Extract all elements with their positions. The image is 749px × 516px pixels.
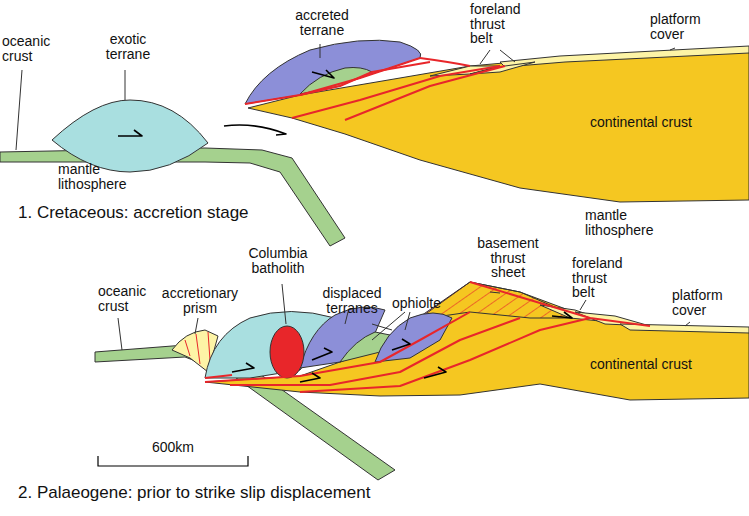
label: oceanic crust <box>98 284 156 313</box>
label: continental crust <box>590 115 730 130</box>
label: 600km <box>133 440 213 455</box>
label: foreland thrust belt <box>572 256 630 300</box>
label: accretionary prism <box>153 286 247 315</box>
caption: 1. Cretaceous: accretion stage <box>18 204 249 222</box>
label: accreted terrane <box>289 8 355 37</box>
label: platform cover <box>650 12 714 41</box>
caption: 2. Palaeogene: prior to strike slip disp… <box>18 484 370 502</box>
label: mantle lithosphere <box>585 208 665 237</box>
label: continental crust <box>590 357 730 372</box>
label: oceanic crust <box>2 34 60 63</box>
label: ophiolte <box>392 296 462 311</box>
label: platform cover <box>672 288 738 317</box>
label: mantle lithosphere <box>58 162 138 191</box>
label: basement thrust sheet <box>474 236 542 280</box>
label: displaced terranes <box>313 286 391 315</box>
label: Columbia batholith <box>242 246 314 275</box>
label: foreland thrust belt <box>470 2 526 46</box>
label: exotic terrane <box>98 32 158 61</box>
